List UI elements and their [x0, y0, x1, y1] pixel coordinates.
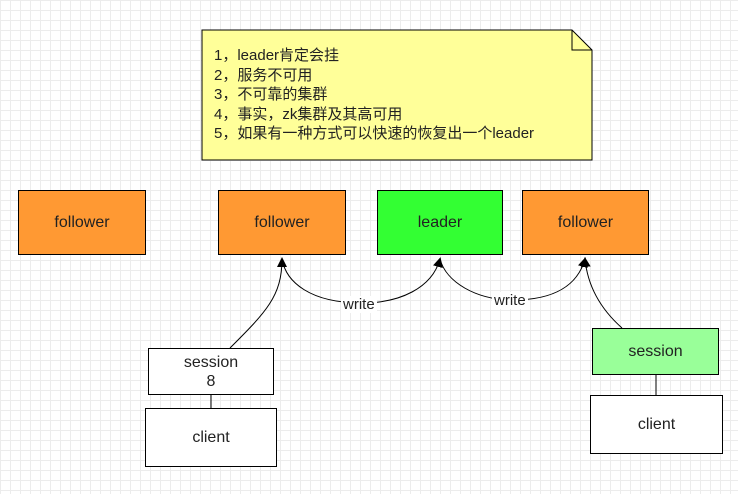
edge-session-right-to-follower-3 — [580, 257, 623, 329]
note-line-3: 3，不可靠的集群 — [214, 86, 328, 103]
note-fold — [571, 30, 592, 51]
note-line-1: 1，leader肯定会挂 — [214, 47, 340, 64]
session-node-left[interactable]: session 8 — [148, 348, 274, 395]
follower-node-1[interactable]: follower — [18, 190, 146, 255]
client-node-left[interactable]: client — [145, 408, 277, 467]
note-line-5: 5，如果有一种方式可以快速的恢复出一个leader — [214, 125, 535, 142]
follower-node-2[interactable]: follower — [218, 190, 346, 255]
leader-node[interactable]: leader — [377, 190, 503, 255]
follower-node-3[interactable]: follower — [522, 190, 649, 255]
write-label-right: write — [492, 292, 528, 309]
note-line-2: 2，服务不可用 — [214, 66, 313, 84]
note-line-4: 4，事实，zk集群及其高可用 — [214, 105, 403, 123]
note-shape — [201, 29, 593, 161]
session-node-right[interactable]: session — [592, 328, 719, 375]
client-node-right[interactable]: client — [590, 395, 723, 454]
note-text: 1，leader肯定会挂 2，服务不可用 3，不可靠的集群 4，事实，zk集群及… — [214, 46, 534, 144]
write-label-left: write — [341, 296, 377, 313]
edge-session-left-to-follower-2 — [229, 257, 287, 349]
